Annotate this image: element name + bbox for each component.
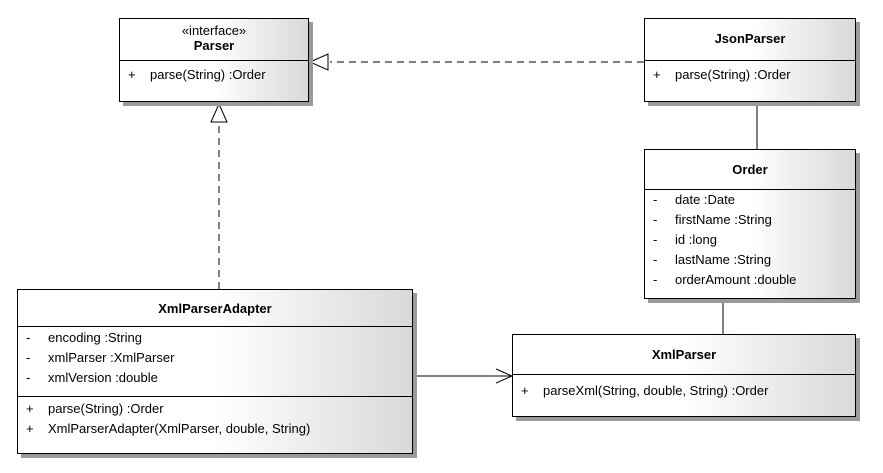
attribute-row: - id :long bbox=[645, 230, 855, 250]
attribute-text: xmlParser :XmlParser bbox=[48, 350, 175, 365]
class-xmlparser[interactable]: XmlParser + parseXml(String, double, Str… bbox=[512, 334, 856, 417]
class-order[interactable]: Order - date :Date - firstName :String -… bbox=[644, 149, 856, 299]
attribute-text: encoding :String bbox=[48, 330, 142, 345]
visibility-marker: - bbox=[653, 232, 658, 247]
attribute-row: - xmlVersion :double bbox=[18, 368, 412, 388]
realization-arrowhead-adapter bbox=[210, 102, 228, 123]
class-name: JsonParser bbox=[714, 31, 786, 46]
attribute-row: - xmlParser :XmlParser bbox=[18, 348, 412, 368]
attribute-row: - lastName :String bbox=[645, 250, 855, 270]
attribute-text: id :long bbox=[675, 232, 717, 247]
class-name: Order bbox=[732, 162, 768, 177]
attribute-row: - encoding :String bbox=[18, 328, 412, 348]
attributes-compartment: - encoding :String - xmlParser :XmlParse… bbox=[18, 327, 412, 396]
attribute-text: orderAmount :double bbox=[675, 272, 797, 287]
visibility-marker: - bbox=[653, 272, 658, 287]
operations-compartment: + parse(String) :Order + XmlParserAdapte… bbox=[18, 396, 412, 443]
realization-arrowhead-jsonparser bbox=[308, 53, 329, 71]
operation-text: parseXml(String, double, String) :Order bbox=[543, 383, 769, 398]
class-header: «interface» Parser bbox=[120, 19, 308, 61]
visibility-marker: + bbox=[128, 67, 136, 82]
attribute-text: firstName :String bbox=[675, 212, 772, 227]
visibility-marker: - bbox=[653, 212, 658, 227]
operation-row: + parse(String) :Order bbox=[18, 399, 412, 419]
attribute-row: - orderAmount :double bbox=[645, 270, 855, 290]
class-header: Order bbox=[645, 150, 855, 190]
visibility-marker: - bbox=[653, 192, 658, 207]
visibility-marker: + bbox=[521, 383, 529, 398]
operation-row: + parse(String) :Order bbox=[645, 65, 855, 85]
visibility-marker: + bbox=[26, 421, 34, 436]
class-name: XmlParserAdapter bbox=[158, 301, 272, 316]
class-header: JsonParser bbox=[645, 19, 855, 61]
class-header: XmlParserAdapter bbox=[18, 290, 412, 327]
visibility-marker: - bbox=[26, 370, 31, 385]
attribute-text: date :Date bbox=[675, 192, 735, 207]
operation-row: + parse(String) :Order bbox=[120, 65, 308, 85]
operations-compartment: + parseXml(String, double, String) :Orde… bbox=[513, 375, 855, 405]
visibility-marker: + bbox=[26, 401, 34, 416]
class-name: Parser bbox=[193, 38, 235, 53]
operation-text: parse(String) :Order bbox=[675, 67, 791, 82]
operation-row: + parseXml(String, double, String) :Orde… bbox=[513, 381, 855, 401]
attribute-text: xmlVersion :double bbox=[48, 370, 158, 385]
operation-row: + XmlParserAdapter(XmlParser, double, St… bbox=[18, 419, 412, 439]
operation-text: parse(String) :Order bbox=[150, 67, 266, 82]
class-jsonparser[interactable]: JsonParser + parse(String) :Order bbox=[644, 18, 856, 102]
operations-compartment: + parse(String) :Order bbox=[120, 61, 308, 89]
visibility-marker: - bbox=[26, 330, 31, 345]
class-name: XmlParser bbox=[651, 347, 717, 362]
class-xmlparseradapter[interactable]: XmlParserAdapter - encoding :String - xm… bbox=[17, 289, 413, 454]
attributes-compartment: - date :Date - firstName :String - id :l… bbox=[645, 190, 855, 294]
attribute-text: lastName :String bbox=[675, 252, 772, 267]
attribute-row: - firstName :String bbox=[645, 210, 855, 230]
class-header: XmlParser bbox=[513, 335, 855, 375]
visibility-marker: + bbox=[653, 67, 661, 82]
operations-compartment: + parse(String) :Order bbox=[645, 61, 855, 89]
operation-text: parse(String) :Order bbox=[48, 401, 164, 416]
attribute-row: - date :Date bbox=[645, 190, 855, 210]
operation-text: XmlParserAdapter(XmlParser, double, Stri… bbox=[48, 421, 311, 436]
visibility-marker: - bbox=[26, 350, 31, 365]
visibility-marker: - bbox=[653, 252, 658, 267]
stereotype-label: «interface» bbox=[181, 23, 247, 38]
class-parser[interactable]: «interface» Parser + parse(String) :Orde… bbox=[119, 18, 309, 102]
